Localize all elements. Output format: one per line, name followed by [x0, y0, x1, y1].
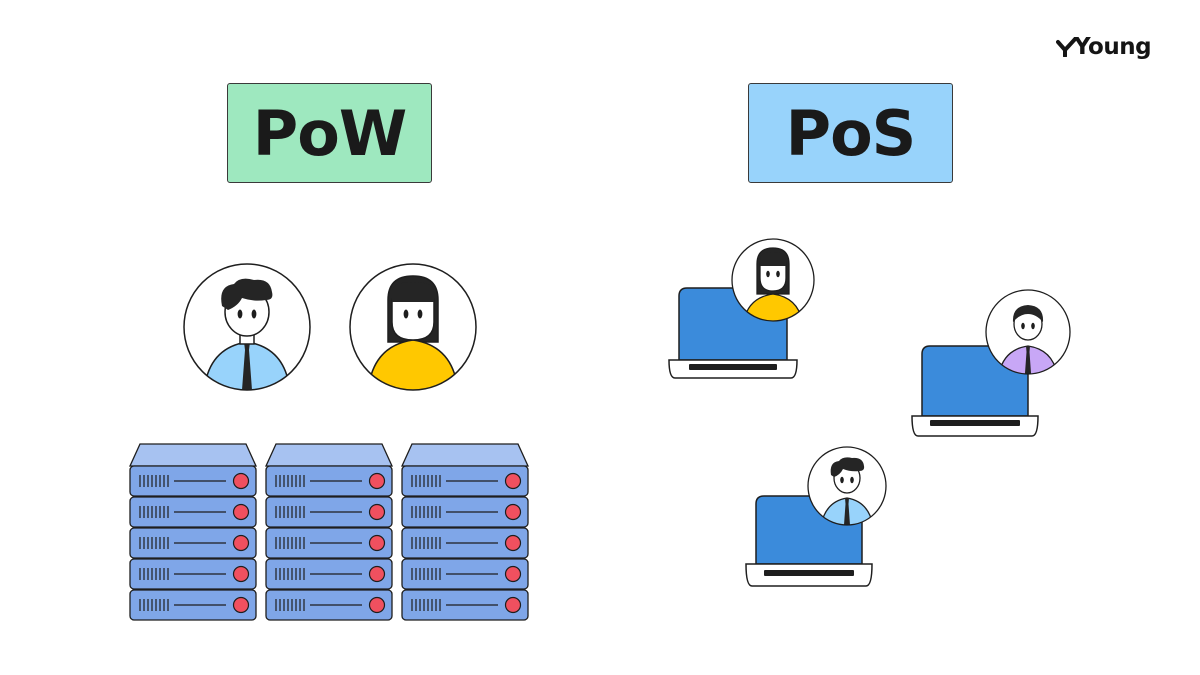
pos-label: PoS [785, 96, 917, 170]
server-rack-icon [402, 444, 528, 620]
brand-logo: Young [1056, 34, 1152, 60]
server-rack-icon [130, 444, 256, 620]
checkmark-y-icon [1056, 37, 1078, 57]
server-rack-icon [266, 444, 392, 620]
pow-person-woman-icon [349, 263, 477, 391]
pos-label-box: PoS [748, 83, 953, 183]
pow-person-man-icon [183, 263, 311, 391]
server-racks [128, 442, 532, 622]
person-man-icon [807, 446, 887, 526]
pos-laptop-woman [668, 238, 815, 379]
pow-label-box: PoW [227, 83, 432, 183]
pos-laptop-person-purple [911, 289, 1071, 437]
brand-name: Young [1074, 34, 1152, 60]
pos-laptop-man [745, 446, 887, 587]
pow-label: PoW [252, 96, 407, 170]
